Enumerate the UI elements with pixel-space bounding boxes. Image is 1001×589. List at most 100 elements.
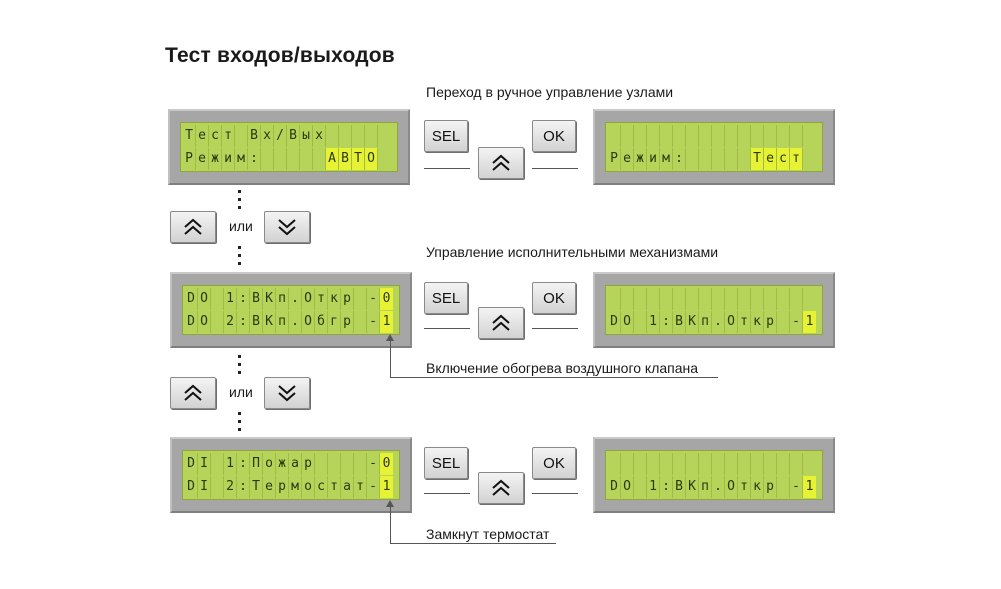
sel-button[interactable]: SEL (424, 282, 468, 314)
lcd-char: к (751, 476, 764, 498)
lcd-char (790, 453, 803, 475)
lcd-char: : (237, 476, 250, 498)
lcd-char: е (621, 148, 634, 170)
lcd-char (712, 148, 725, 170)
up-button[interactable] (170, 377, 216, 409)
ok-button[interactable]: OK (532, 282, 576, 314)
lcd-char: 1 (803, 476, 816, 498)
lcd-char (634, 476, 647, 498)
lcd-char: 0 (380, 453, 393, 475)
lcd-char: х (261, 125, 274, 147)
lcd-char: В (250, 288, 263, 310)
page-title: Тест входов/выходов (165, 44, 395, 67)
lcd-char: 1 (647, 311, 660, 333)
down-button[interactable] (264, 377, 310, 409)
lcd-char: р (302, 453, 315, 475)
lcd-char: O (198, 311, 211, 333)
lcd-char (686, 453, 699, 475)
lcd-char: т (354, 476, 367, 498)
lcd-char: I (198, 476, 211, 498)
lcd-char (621, 125, 634, 147)
lcd-char (777, 288, 790, 310)
up-button[interactable] (478, 472, 524, 504)
lcd-char: В (250, 311, 263, 333)
lcd-char: O (621, 311, 634, 333)
lcd-char: п (699, 311, 712, 333)
lcd-char (738, 125, 751, 147)
lcd-char: р (341, 288, 354, 310)
lcd-char: В (287, 125, 300, 147)
lcd-char: р (341, 311, 354, 333)
lcd-char: р (764, 476, 777, 498)
lcd-row (608, 125, 816, 147)
lcd-char: О (365, 148, 378, 170)
pointer-line (390, 503, 391, 544)
lcd-char: п (276, 288, 289, 310)
sel-button[interactable]: SEL (424, 447, 468, 479)
up-button[interactable] (170, 211, 216, 243)
lcd-char: . (712, 311, 725, 333)
sel-button[interactable]: SEL (424, 120, 468, 152)
lcd-char (803, 288, 816, 310)
lcd-char: 0 (380, 288, 393, 310)
lcd-char (647, 453, 660, 475)
lcd-char: Р (608, 148, 621, 170)
down-button[interactable] (264, 211, 310, 243)
lcd-char: В (339, 148, 352, 170)
lcd-char (354, 311, 367, 333)
lcd-char: р (276, 476, 289, 498)
lcd-char (751, 453, 764, 475)
pointer-line (390, 377, 718, 378)
lcd-char: : (660, 311, 673, 333)
or-label: или (229, 218, 253, 234)
ok-button[interactable]: OK (532, 120, 576, 152)
lcd-char (725, 288, 738, 310)
lcd-char (790, 125, 803, 147)
lcd-char (764, 453, 777, 475)
lcd-char (378, 148, 391, 170)
lcd-char: с (777, 148, 790, 170)
lcd-char (777, 453, 790, 475)
caption-thermostat: Замкнут термостат (426, 526, 550, 542)
lcd-char (354, 288, 367, 310)
up-button[interactable] (478, 307, 524, 339)
lcd-char (647, 288, 660, 310)
lcd-char: 1 (380, 311, 393, 333)
lcd-char: т (222, 125, 235, 147)
caption-manual-mode: Переход в ручное управление узлами (426, 84, 674, 100)
lcd-char (751, 288, 764, 310)
lcd-char: е (196, 148, 209, 170)
lcd-char: В (248, 125, 261, 147)
lcd-char: 2 (224, 476, 237, 498)
lcd-char: - (367, 476, 380, 498)
chevron-double-up-icon (490, 314, 512, 332)
chevron-double-up-icon (182, 384, 204, 402)
lcd-char: с (315, 476, 328, 498)
ellipsis-vertical-icon (238, 246, 242, 270)
lcd-char: К (686, 311, 699, 333)
up-button[interactable] (478, 147, 524, 179)
lcd-char (738, 148, 751, 170)
lcd-char (738, 288, 751, 310)
lcd-char (378, 125, 391, 147)
lcd-char: D (608, 311, 621, 333)
lcd-char: К (263, 288, 276, 310)
lcd-char (211, 476, 224, 498)
lcd-char: О (302, 311, 315, 333)
lcd-char: п (699, 476, 712, 498)
ok-button[interactable]: OK (532, 447, 576, 479)
lcd-char: о (263, 453, 276, 475)
lcd-char: Т (751, 148, 764, 170)
lcd-char: - (790, 476, 803, 498)
lcd-char (315, 453, 328, 475)
lcd-char: / (274, 125, 287, 147)
lcd-char (621, 288, 634, 310)
lcd-char (725, 148, 738, 170)
